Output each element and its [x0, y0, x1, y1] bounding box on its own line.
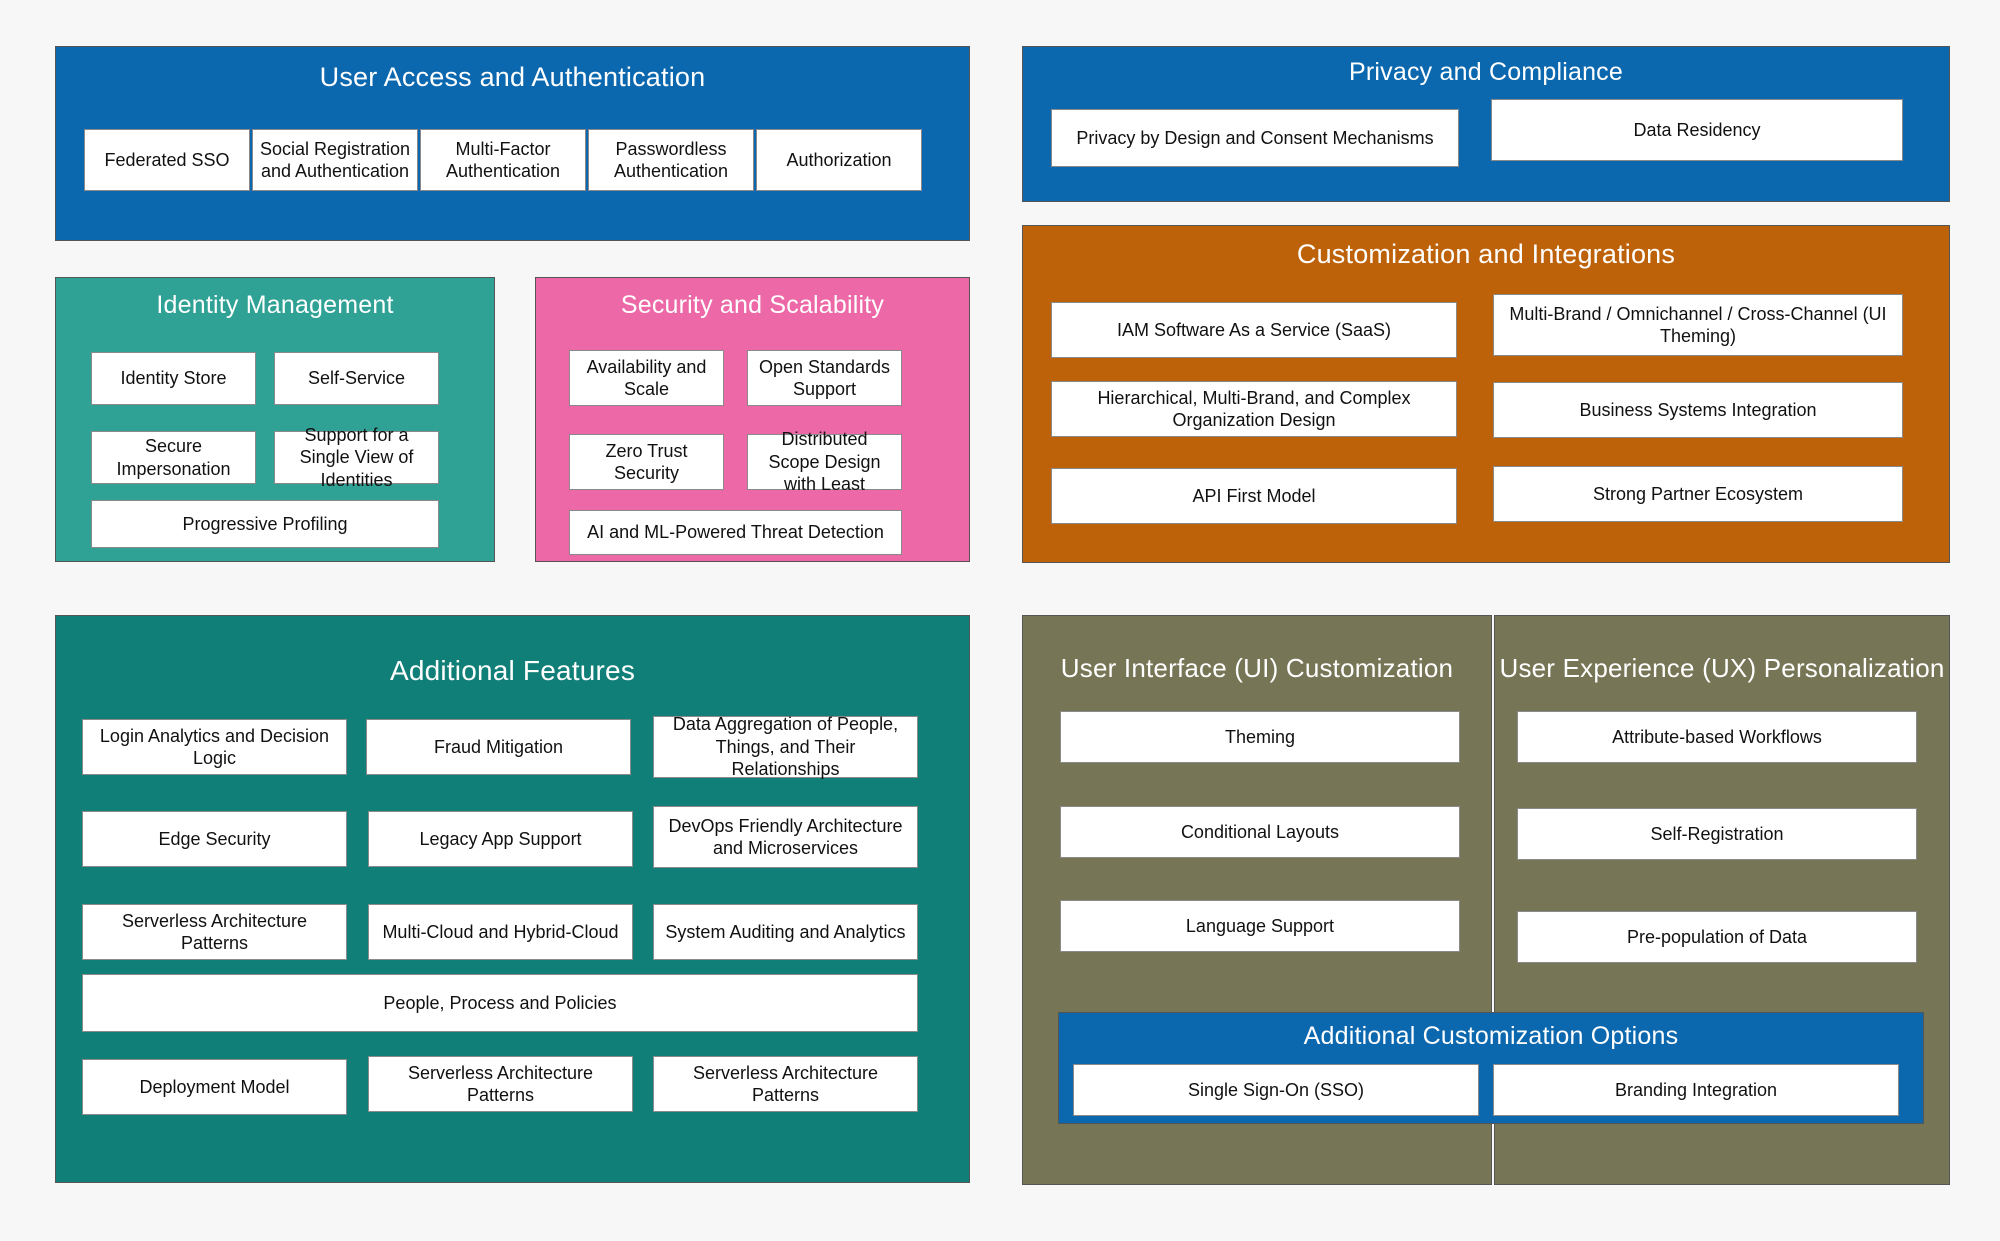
- item-secure-impersonation[interactable]: Secure Impersonation: [91, 431, 256, 484]
- item-multi-cloud-hybrid[interactable]: Multi-Cloud and Hybrid-Cloud: [368, 904, 633, 960]
- item-federated-sso[interactable]: Federated SSO: [84, 129, 250, 191]
- item-hierarchical-org-design[interactable]: Hierarchical, Multi-Brand, and Complex O…: [1051, 381, 1457, 437]
- item-data-aggregation[interactable]: Data Aggregation of People, Things, and …: [653, 714, 918, 779]
- item-authorization[interactable]: Authorization: [756, 129, 922, 191]
- item-single-view-identities[interactable]: Support for a Single View of Identities: [274, 425, 439, 490]
- group-customization-and-integrations: Customization and Integrations IAM Softw…: [1022, 225, 1950, 563]
- group-title-additional-features: Additional Features: [389, 655, 636, 686]
- item-devops-friendly[interactable]: DevOps Friendly Architecture and Microse…: [653, 806, 918, 868]
- item-data-residency[interactable]: Data Residency: [1491, 99, 1903, 161]
- item-legacy-app-support[interactable]: Legacy App Support: [368, 811, 633, 867]
- group-privacy-and-compliance: Privacy and Compliance Privacy by Design…: [1022, 46, 1950, 202]
- item-attribute-based-workflows[interactable]: Attribute-based Workflows: [1517, 711, 1917, 763]
- item-language-support[interactable]: Language Support: [1060, 900, 1460, 952]
- group-additional-features: Additional Features Login Analytics and …: [55, 615, 970, 1183]
- item-identity-store[interactable]: Identity Store: [91, 352, 256, 405]
- group-title-security-and-scalability: Security and Scalability: [620, 291, 885, 319]
- item-privacy-by-design[interactable]: Privacy by Design and Consent Mechanisms: [1051, 109, 1459, 167]
- item-progressive-profiling[interactable]: Progressive Profiling: [91, 500, 439, 548]
- item-availability-and-scale[interactable]: Availability and Scale: [569, 350, 724, 406]
- item-multi-brand-omnichannel[interactable]: Multi-Brand / Omnichannel / Cross-Channe…: [1493, 294, 1903, 356]
- group-additional-customization-options: Additional Customization Options Single …: [1058, 1012, 1924, 1124]
- group-title-identity-management: Identity Management: [156, 291, 394, 319]
- group-title-privacy-and-compliance: Privacy and Compliance: [1349, 58, 1623, 86]
- group-title-user-access: User Access and Authentication: [319, 62, 706, 92]
- item-iam-saas[interactable]: IAM Software As a Service (SaaS): [1051, 302, 1457, 358]
- item-ai-ml-threat-detection[interactable]: AI and ML-Powered Threat Detection: [569, 510, 902, 555]
- item-serverless-patterns-1[interactable]: Serverless Architecture Patterns: [82, 904, 347, 960]
- item-single-sign-on[interactable]: Single Sign-On (SSO): [1073, 1064, 1479, 1116]
- group-title-ui-customization: User Interface (UI) Customization: [1060, 653, 1454, 683]
- group-identity-management: Identity Management Identity Store Self-…: [55, 277, 495, 562]
- item-conditional-layouts[interactable]: Conditional Layouts: [1060, 806, 1460, 858]
- item-social-registration[interactable]: Social Registration and Authentication: [252, 129, 418, 191]
- group-title-customization-and-integrations: Customization and Integrations: [1296, 239, 1676, 269]
- item-fraud-mitigation[interactable]: Fraud Mitigation: [366, 719, 631, 775]
- item-business-systems-integration[interactable]: Business Systems Integration: [1493, 382, 1903, 438]
- item-login-analytics[interactable]: Login Analytics and Decision Logic: [82, 719, 347, 775]
- item-branding-integration[interactable]: Branding Integration: [1493, 1064, 1899, 1116]
- item-open-standards-support[interactable]: Open Standards Support: [747, 350, 902, 406]
- item-strong-partner-ecosystem[interactable]: Strong Partner Ecosystem: [1493, 466, 1903, 522]
- item-api-first-model[interactable]: API First Model: [1051, 468, 1457, 524]
- item-pre-population-of-data[interactable]: Pre-population of Data: [1517, 911, 1917, 963]
- item-system-auditing[interactable]: System Auditing and Analytics: [653, 904, 918, 960]
- item-serverless-patterns-2[interactable]: Serverless Architecture Patterns: [368, 1056, 633, 1112]
- item-distributed-scope-design[interactable]: Distributed Scope Design with Least: [747, 429, 902, 494]
- item-passwordless-authentication[interactable]: Passwordless Authentication: [588, 129, 754, 191]
- item-multi-factor-authentication[interactable]: Multi-Factor Authentication: [420, 129, 586, 191]
- group-title-additional-customization-options: Additional Customization Options: [1303, 1022, 1679, 1050]
- item-theming[interactable]: Theming: [1060, 711, 1460, 763]
- group-security-and-scalability: Security and Scalability Availability an…: [535, 277, 970, 562]
- item-people-process-policies[interactable]: People, Process and Policies: [82, 974, 918, 1032]
- item-self-service[interactable]: Self-Service: [274, 352, 439, 405]
- item-edge-security[interactable]: Edge Security: [82, 811, 347, 867]
- item-deployment-model[interactable]: Deployment Model: [82, 1059, 347, 1115]
- item-zero-trust-security[interactable]: Zero Trust Security: [569, 434, 724, 490]
- group-title-ux-personalization: User Experience (UX) Personalization: [1499, 653, 1945, 683]
- group-user-access-and-authentication: User Access and Authentication Federated…: [55, 46, 970, 241]
- item-self-registration[interactable]: Self-Registration: [1517, 808, 1917, 860]
- item-serverless-patterns-3[interactable]: Serverless Architecture Patterns: [653, 1056, 918, 1112]
